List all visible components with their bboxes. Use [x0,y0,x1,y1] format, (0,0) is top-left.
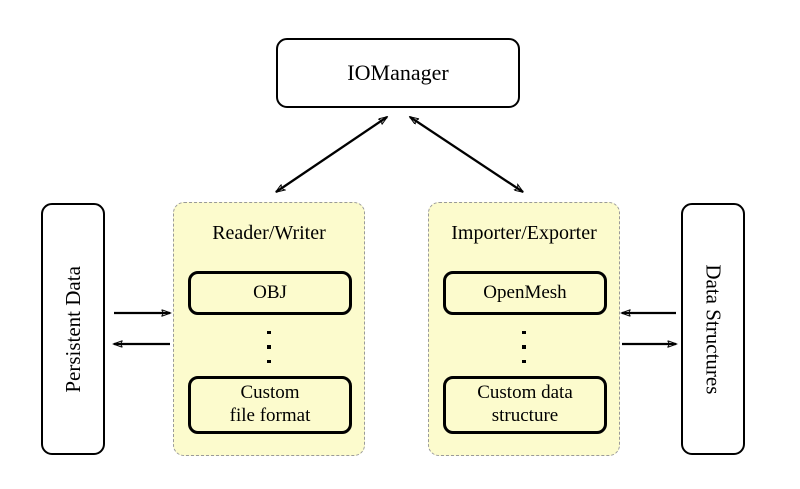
data-structures-node[interactable]: Data Structures [681,203,745,455]
ellipsis-dot [267,331,271,335]
group-reader-writer-title: Reader/Writer [212,222,326,244]
connector-manager-reader-writer [276,117,387,192]
node-custom-data-structure[interactable]: Custom data structure [443,376,607,434]
persistent-data-label: Persistent Data [60,265,85,393]
data-structures-label: Data Structures [701,263,726,395]
node-openmesh-label: OpenMesh [483,281,567,303]
ellipsis-dot [267,359,271,363]
ellipsis-reader-writer [174,325,364,369]
group-importer-exporter-title: Importer/Exporter [451,222,597,244]
node-custom-data-structure-label: Custom data structure [477,382,573,426]
connector-manager-importer-exporter [410,117,523,192]
group-importer-exporter[interactable]: Importer/Exporter OpenMesh Custom data s… [428,202,620,456]
iomanager-node[interactable]: IOManager [276,38,520,108]
ellipsis-dot [267,345,271,349]
ellipsis-dot [522,331,526,335]
ellipsis-dot [522,359,526,363]
node-custom-file-format-label: Custom file format [229,382,311,426]
node-openmesh[interactable]: OpenMesh [443,271,607,315]
ellipsis-dot [522,345,526,349]
group-reader-writer[interactable]: Reader/Writer OBJ Custom file format [173,202,365,456]
ellipsis-importer-exporter [429,325,619,369]
node-custom-file-format[interactable]: Custom file format [188,376,352,434]
iomanager-label: IOManager [347,60,449,86]
node-obj[interactable]: OBJ [188,271,352,315]
node-obj-label: OBJ [253,281,287,303]
persistent-data-node[interactable]: Persistent Data [41,203,105,455]
